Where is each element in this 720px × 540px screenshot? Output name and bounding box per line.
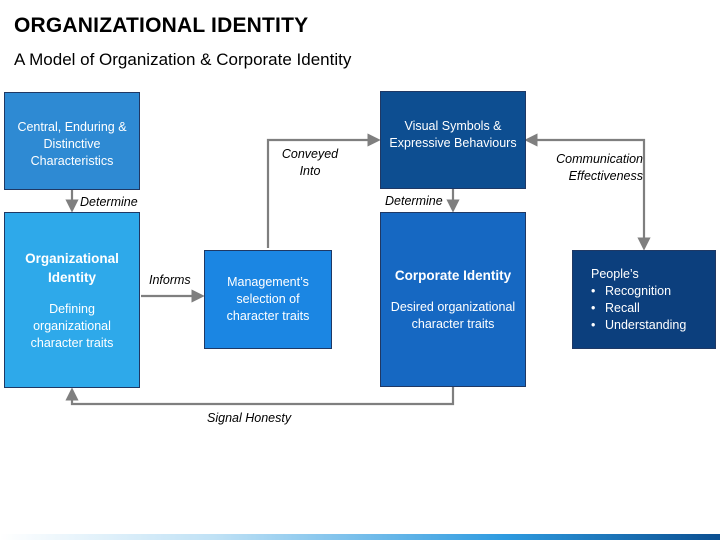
box-organizational-identity: Organizational Identity Defining organiz… xyxy=(4,212,140,388)
peoples-heading: People’s xyxy=(591,266,639,281)
box-corporate-identity: Corporate Identity Desired organizationa… xyxy=(380,212,526,387)
label-informs: Informs xyxy=(149,273,191,287)
box-visual-symbols: Visual Symbols & Expressive Behaviours xyxy=(380,91,526,189)
box-peoples: People’s Recognition Recall Understandin… xyxy=(572,250,716,349)
label-determine-left: Determine xyxy=(80,195,138,209)
peoples-list: Recognition Recall Understanding xyxy=(591,283,686,334)
box-central-characteristics: Central, Enduring & Distinctive Characte… xyxy=(4,92,140,190)
org-identity-heading: Organizational Identity xyxy=(25,250,119,285)
corp-identity-subtext: Desired organizational character traits xyxy=(390,300,516,331)
arrow-visual-peoples xyxy=(524,133,651,251)
arrow-management-to-visual xyxy=(266,133,381,248)
box-management-selection: Management’s selection of character trai… xyxy=(204,250,332,349)
label-determine-right: Determine xyxy=(385,194,443,208)
peoples-item: Understanding xyxy=(591,317,686,334)
peoples-item: Recognition xyxy=(591,283,686,300)
label-communication-effectiveness: Communication Effectiveness xyxy=(556,152,643,183)
label-conveyed-into: Conveyed Into xyxy=(281,147,339,178)
box-central-text: Central, Enduring & Distinctive Characte… xyxy=(17,120,127,168)
box-management-text: Management’s selection of character trai… xyxy=(226,275,310,323)
corp-identity-heading: Corporate Identity xyxy=(394,268,512,283)
footer-gradient-bar xyxy=(0,534,720,540)
page-subtitle: A Model of Organization & Corporate Iden… xyxy=(14,50,352,69)
label-signal-honesty: Signal Honesty xyxy=(207,411,292,425)
org-identity-subtext: Defining organizational character traits xyxy=(30,301,114,350)
page-title: ORGANIZATIONAL IDENTITY xyxy=(14,14,309,37)
arrow-corp-to-org xyxy=(65,387,455,406)
box-visual-text: Visual Symbols & Expressive Behaviours xyxy=(389,119,517,150)
peoples-item: Recall xyxy=(591,300,686,317)
